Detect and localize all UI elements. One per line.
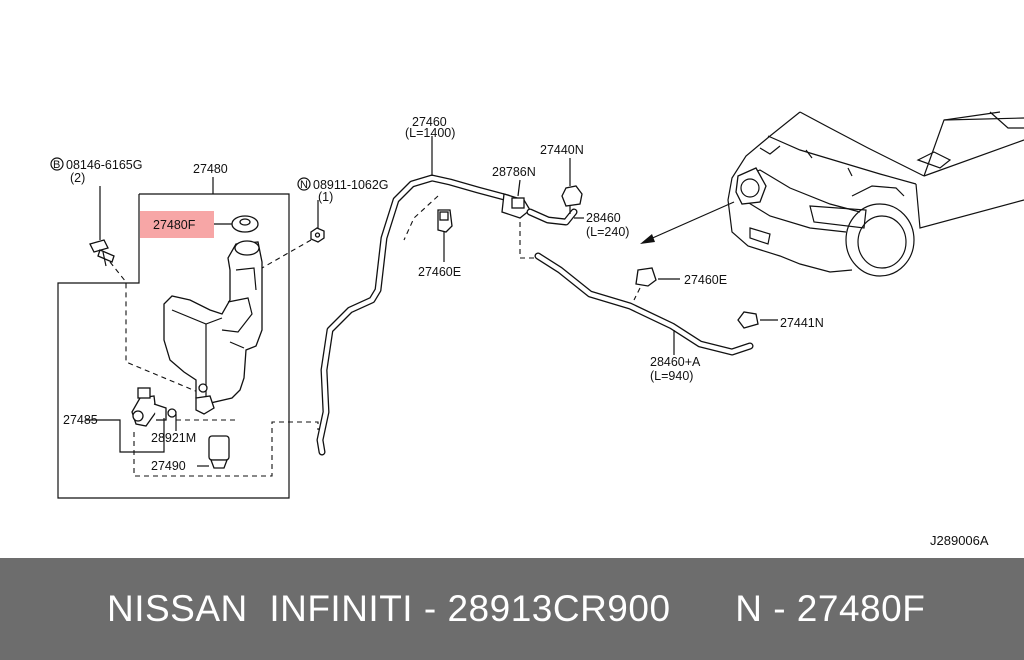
footer-text: NISSAN INFINITI - 28913CR900 N - 27480F [107,588,926,629]
label-tank: 27480 [193,162,228,176]
hose-clip-right [635,267,657,287]
label-grommet: 28921M [151,431,196,445]
washer-pump [131,387,177,427]
svg-text:08911-1062G: 08911-1062G [313,178,389,192]
hose-main [316,174,512,456]
label-hose-short-length: (L=240) [586,225,629,239]
washer-tank [163,240,263,415]
pump-filter [208,435,230,469]
label-hose-main: 27460 [412,115,447,129]
label-hose-short: 28460 [586,211,621,225]
svg-text:08146-6165G: 08146-6165G [66,158,142,172]
washer-nozzle-right [737,311,759,329]
label-nozzle-right: 27441N [780,316,824,330]
label-cap: 27480F [153,218,196,232]
check-valve [501,193,531,219]
washer-nozzle [561,185,583,214]
label-hose-long: 28460+A [650,355,701,369]
svg-text:N: N [300,179,308,191]
tank-assembly-frame [57,193,290,499]
svg-text:(1): (1) [318,190,333,204]
label-hose-long-length: (L=940) [650,369,693,383]
vehicle-front-view [727,111,1024,277]
parts-diagram: B 08146-6165G (2) 27480 27480F N 08911-1… [50,111,1024,548]
svg-text:B: B [53,159,60,171]
label-valve: 28786N [492,165,536,179]
label-nozzle: 27440N [540,143,584,157]
label-clip-right: 27460E [684,273,727,287]
svg-text:(2): (2) [70,171,85,185]
label-hose-main-length: (L=1400) [405,126,455,140]
bolt-icon [89,186,115,267]
diagram-code: J289006A [930,533,989,548]
label-pump: 27485 [63,413,98,427]
label-bolt: B 08146-6165G (2) [50,157,142,185]
label-filter: 27490 [151,459,186,473]
label-nut: N 08911-1062G (1) [297,177,389,204]
footer-banner: NISSAN INFINITI - 28913CR900 N - 27480F [0,558,1024,660]
washer-cap [231,215,259,233]
hose-clip-left [437,209,453,233]
nut-icon [310,200,325,243]
part-highlight [140,211,214,238]
label-clip-left: 27460E [418,265,461,279]
